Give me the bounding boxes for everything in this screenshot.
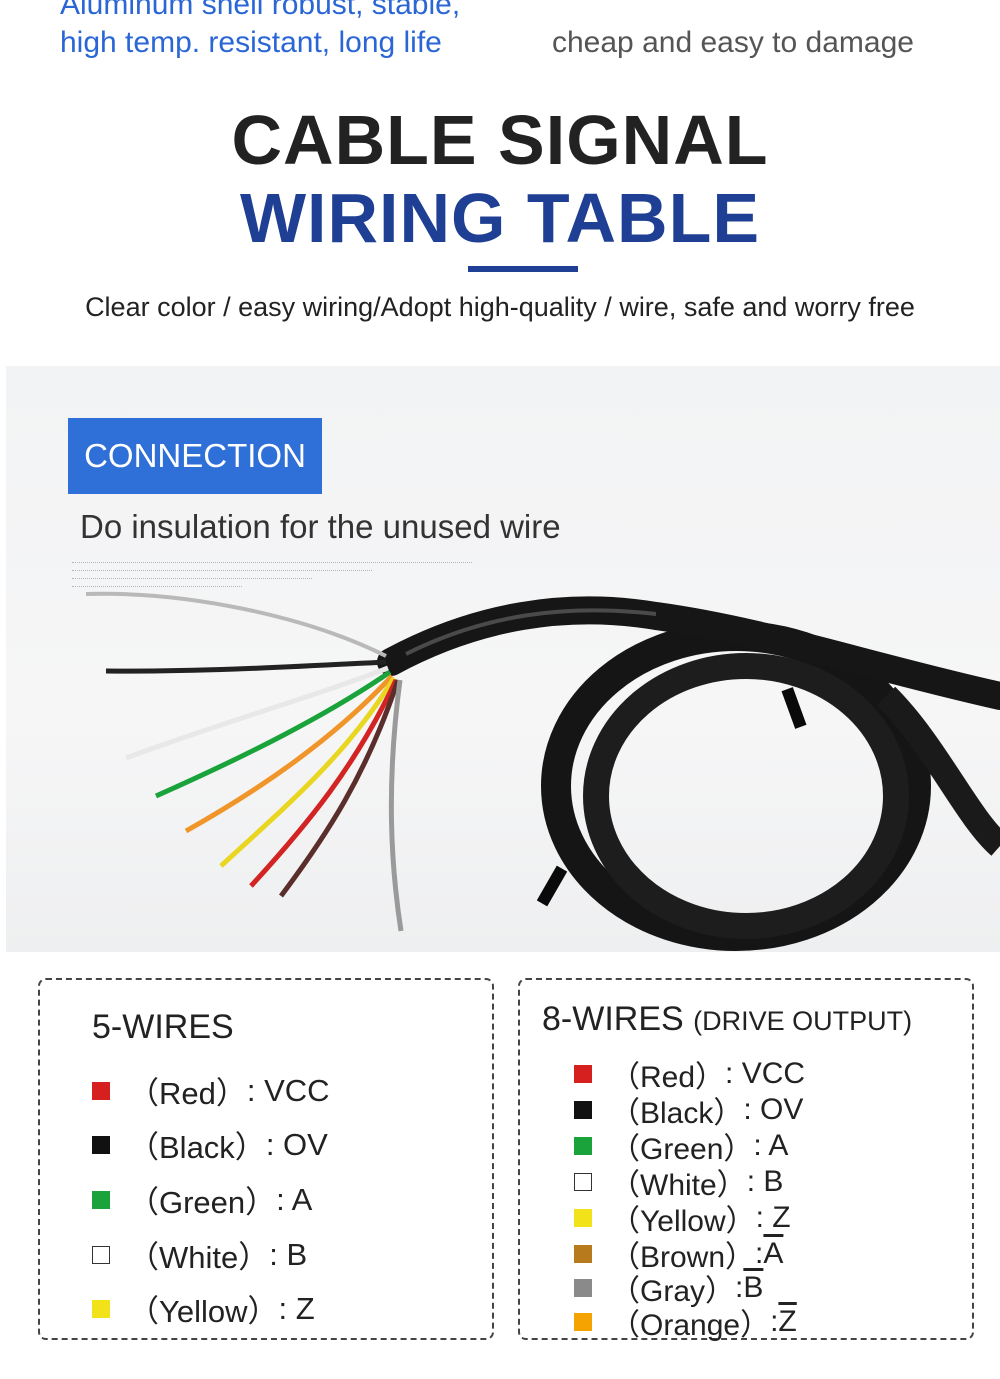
top-left-caption-line1: Aluminum shell robust, stable,	[60, 0, 461, 21]
top-left-caption: Aluminum shell robust, stable, high temp…	[60, 0, 500, 62]
eight-wire-row-white: （White）: B	[574, 1160, 783, 1204]
five-wires-panel: 5-WIRES （Red）: VCC （Black）: OV （Green）: …	[38, 978, 494, 1340]
green-swatch-icon	[92, 1190, 110, 1209]
gray-swatch-icon	[574, 1279, 592, 1297]
yellow-swatch-icon	[574, 1209, 592, 1227]
five-wire-row-green: （Green）: A	[92, 1177, 312, 1222]
wire-black	[105, 659, 387, 674]
five-wire-row-red: （Red）: VCC	[92, 1068, 330, 1113]
connection-badge: CONNECTION	[68, 418, 322, 494]
white-swatch-icon	[574, 1173, 592, 1191]
five-wires-title: 5-WIRES	[92, 1008, 234, 1046]
page-subtitle: Clear color / easy wiring/Adopt high-qua…	[85, 292, 915, 322]
top-right-caption: cheap and easy to damage	[552, 0, 972, 62]
brown-swatch-icon	[574, 1245, 592, 1263]
wire-red	[249, 678, 399, 888]
eight-wire-row-green: （Green）: A	[574, 1124, 788, 1168]
wire-shield	[85, 591, 387, 658]
red-swatch-icon	[92, 1081, 110, 1100]
red-swatch-icon	[574, 1065, 592, 1083]
eight-wires-panel: 8-WIRES (DRIVE OUTPUT) （Red）: VCC （Black…	[518, 978, 974, 1342]
connection-note: Do insulation for the unused wire	[80, 508, 561, 545]
eight-wire-row-orange: （Orange）: Z	[574, 1300, 797, 1344]
eight-wires-title-suffix: (DRIVE OUTPUT)	[693, 1006, 913, 1036]
white-swatch-icon	[92, 1245, 110, 1264]
eight-wire-row-yellow: （Yellow）: Z	[574, 1196, 791, 1240]
cable-illustration	[85, 591, 1000, 951]
eight-wires-title-main: 8-WIRES	[542, 1000, 684, 1038]
eight-wires-title: 8-WIRES (DRIVE OUTPUT)	[542, 1000, 912, 1039]
page-title-line2: WIRING TABLE	[239, 179, 761, 257]
cable-photo: CONNECTION Do insulation for the unused …	[6, 366, 1000, 952]
wire-gray	[388, 679, 404, 932]
fine-print-texture	[72, 558, 472, 590]
eight-wire-row-brown: （Brown）: A	[574, 1232, 783, 1276]
orange-swatch-icon	[574, 1313, 592, 1331]
top-right-caption-line: cheap and easy to damage	[552, 26, 914, 59]
five-wire-row-yellow: （Yellow）: Z	[92, 1286, 315, 1331]
black-swatch-icon	[574, 1101, 592, 1119]
five-wire-row-white: （White）: B	[92, 1232, 307, 1277]
wire-brown	[278, 679, 401, 898]
eight-wire-row-gray: （Gray）: B	[574, 1266, 763, 1310]
wire-white	[125, 665, 389, 761]
title-underline-divider	[468, 266, 578, 272]
top-left-caption-line2: high temp. resistant, long life	[60, 26, 442, 59]
wire-green	[154, 669, 392, 799]
wire-orange	[184, 674, 394, 834]
wire-yellow	[219, 676, 397, 868]
cable-coil-inner	[583, 653, 909, 939]
cable-tie-2	[536, 865, 568, 907]
cable-tie-1	[781, 687, 807, 729]
cable-tail	[876, 686, 1000, 856]
five-wire-row-black: （Black）: OV	[92, 1122, 328, 1167]
black-swatch-icon	[92, 1135, 110, 1154]
cable-highlight	[405, 608, 657, 656]
eight-wire-row-black: （Black）: OV	[574, 1088, 803, 1132]
page-title-line1: CABLE SIGNAL	[231, 101, 769, 179]
green-swatch-icon	[574, 1137, 592, 1155]
yellow-swatch-icon	[92, 1299, 110, 1318]
eight-wire-row-red: （Red）: VCC	[574, 1052, 805, 1096]
